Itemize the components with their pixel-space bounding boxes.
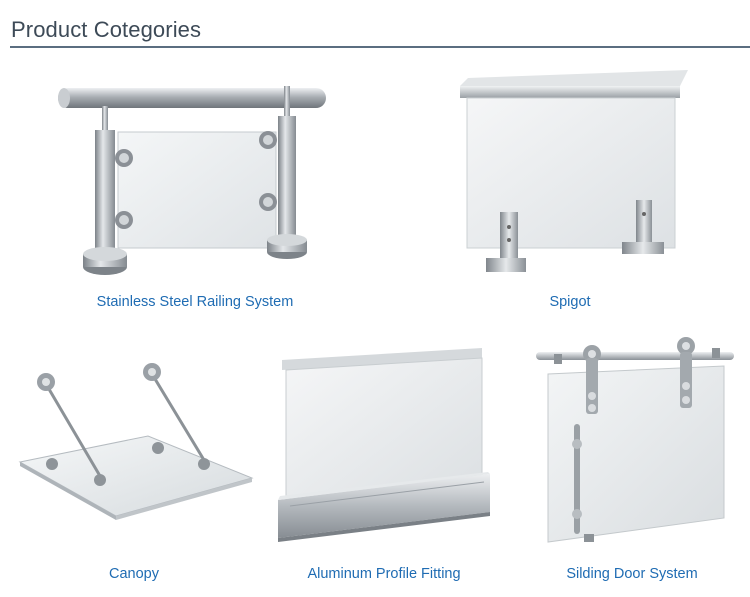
railing-image [58,86,326,275]
category-card-canopy[interactable]: Canopy [12,356,256,588]
category-label[interactable]: Stainless Steel Railing System [96,294,294,310]
category-label[interactable]: Canopy [109,566,159,582]
category-card-aluminum-profile[interactable]: Aluminum Profile Fitting [268,340,500,588]
category-card-sliding-door[interactable]: Silding Door System [528,334,736,588]
canopy-image [18,363,254,520]
aluminum-profile-image [278,348,490,542]
category-card-railing[interactable]: Stainless Steel Railing System [40,62,350,324]
category-label[interactable]: Silding Door System [566,566,698,582]
page-header: Product Cotegories [0,0,750,48]
category-label[interactable]: Spigot [549,294,591,310]
category-card-spigot[interactable]: Spigot [440,62,700,324]
sliding-door-image [536,337,734,543]
category-label[interactable]: Aluminum Profile Fitting [307,566,461,582]
spigot-image [460,70,688,272]
page-title: Product Cotegories [11,17,202,42]
title-divider [10,46,750,48]
